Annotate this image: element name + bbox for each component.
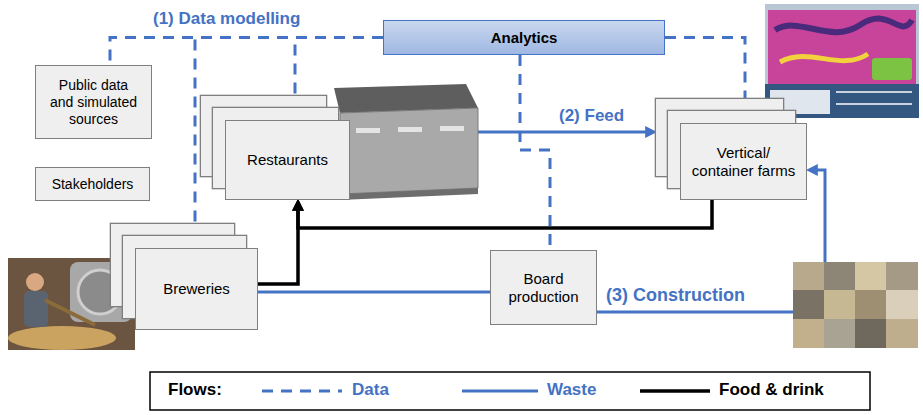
board-samples-photo-part [793,290,824,319]
container-farm-photo-part [780,54,868,62]
brewery-photo-part [8,326,116,350]
container-farm-photo-part [836,103,912,105]
composter-picture-part [340,188,478,200]
legend-frame-part [150,372,870,410]
container-farm-photo-part [765,84,919,118]
board-samples-photo-part [886,319,918,348]
board-samples-photo-part [824,319,855,348]
process-box: Board production [490,250,597,325]
board-samples-photo-part [824,262,855,290]
node-text: Vertical/ container farms [689,144,798,180]
composter-picture-part [340,108,478,194]
legend-text: Data [352,380,389,399]
board-samples-photo-part [793,262,918,348]
board-samples-photo-part [793,262,824,290]
node-text: Breweries [163,280,230,298]
flow-label: (1) Data modelling [150,9,303,29]
food-flow [258,206,298,284]
legend-sample [462,390,538,393]
container-farm-photo [765,4,919,118]
board-samples-photo-part [886,262,918,290]
data-flow [110,38,383,66]
container-farm-photo-part [775,19,912,33]
container-farm-photo-part [836,91,912,93]
board-samples-photo-part [824,290,855,319]
brewery-photo-part [26,273,44,291]
source-box: Public data and simulated sources [35,65,152,139]
farm-stack: Vertical/ container farms [680,123,807,200]
composter-picture-part [398,127,422,132]
container-farm-photo-part [770,90,830,114]
legend-heading: Flows: [168,380,222,400]
node-text: Stakeholders [52,176,134,193]
legend-sample [262,390,342,393]
node-text: Restaurants [247,151,328,169]
brewery-photo [8,258,135,350]
board-samples-photo-part [855,319,886,348]
brewery-stack: Breweries [135,248,258,330]
composter-picture-part [356,128,380,133]
legend-entry: Waste [547,380,596,400]
node-text: Board production [499,270,588,306]
board-samples-photo [793,262,918,348]
brewery-photo-part [78,270,122,314]
brewery-photo-part [24,291,48,327]
container-farm-photo-part [765,4,919,118]
flow-label: (3) Construction [603,285,748,307]
board-samples-photo-part [886,290,918,319]
data-flow [520,55,550,250]
legend-text: Waste [547,380,596,399]
container-farm-photo-part [872,58,912,80]
analytics-box: Analytics [383,20,665,55]
legend-text: Food & drink [719,380,824,399]
flow-label-text: (1) Data modelling [153,9,300,28]
node-text: Public data and simulated sources [46,77,141,127]
board-samples-photo-part [855,262,886,290]
data-flow [665,38,745,124]
brewery-photo-part [45,300,95,325]
flow-label-text: (2) Feed [559,106,624,125]
brewery-photo-part [8,258,135,350]
legend-entry: Food & drink [719,380,824,400]
legend-frame [150,372,870,410]
board-samples-photo-part [855,290,886,319]
food-flow [298,200,712,228]
restaurant-stack: Restaurants [225,120,350,200]
brewery-photo-part [70,262,132,322]
stakeholder-box: Stakeholders [35,167,150,201]
node-text: Analytics [491,29,558,47]
board-samples-photo-part [793,319,824,348]
waste-flow [258,291,490,294]
legend-samples [262,391,710,392]
flow-label-text: (3) Construction [606,285,745,305]
legend-entry: Data [352,380,389,400]
composter-picture [334,84,478,200]
container-farm-photo-part [768,10,916,84]
legend-sample [640,389,710,393]
flow-label: (2) Feed [556,106,627,126]
composter-picture-part [440,126,464,131]
legend-heading-text: Flows: [168,380,222,399]
